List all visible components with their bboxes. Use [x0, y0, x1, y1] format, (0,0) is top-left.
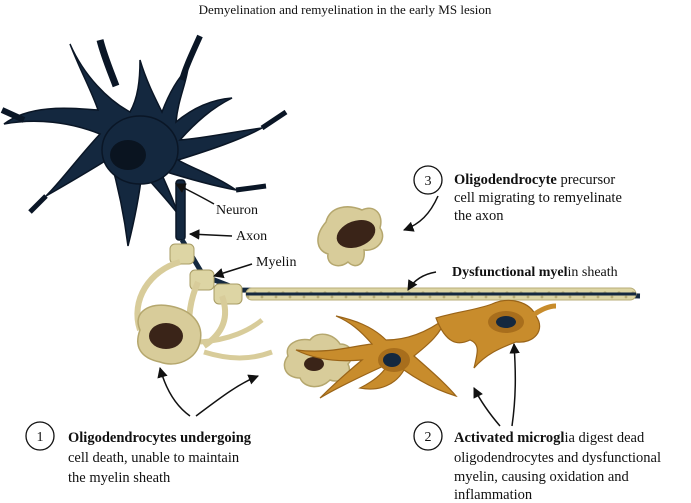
- annotation-arrows: [157, 183, 520, 427]
- dysfunctional-bold: Dysfunctional: [452, 265, 535, 280]
- step-2-number: 2: [425, 430, 432, 445]
- step-1-line-3: the myelin sheath: [68, 470, 171, 486]
- precursor-cell: [317, 206, 384, 267]
- neuron-label: Neuron: [216, 203, 258, 218]
- step-1-line-2: cell death, unable to maintain: [68, 450, 240, 466]
- axon-arrow: [188, 229, 233, 240]
- dysfunctional-mid: myel: [535, 265, 567, 280]
- dysfunctional-rest: in sheath: [568, 265, 618, 280]
- dysfunctional-myelin-label: Dysfunctional myelin sheath: [452, 265, 618, 280]
- step-1-number: 1: [37, 430, 44, 445]
- step-3: 3 Oligodendrocyte precursor cell migrati…: [413, 165, 622, 224]
- step-2-line-3: myelin, causing oxidation and: [454, 469, 630, 485]
- step2-arrow-left: [473, 387, 501, 427]
- step-3-badge: [413, 165, 443, 195]
- axon-with-myelin: [169, 238, 641, 305]
- dysfunctional-arrow: [407, 271, 437, 291]
- microglia-center: [295, 315, 458, 399]
- axon-label: Axon: [236, 229, 267, 244]
- step-1-line-1: Oligodendrocytes undergoing: [68, 430, 252, 446]
- step-3-line-1: Oligodendrocyte precursor: [454, 172, 615, 188]
- diagram-title: Demyelination and remyelination in the e…: [199, 2, 492, 17]
- step-1-badge: [25, 421, 55, 451]
- step3-arrow: [403, 195, 439, 232]
- dying-oligodendrocyte: [134, 259, 273, 365]
- step1-arrow-left: [157, 366, 191, 417]
- step-3-line-3: the axon: [454, 208, 504, 224]
- dead-oligodendrocyte: [283, 333, 353, 388]
- step-2-badge: [413, 421, 443, 451]
- step-2-line-1: Activated microglia digest dead: [454, 430, 645, 446]
- step-3-line-2: cell migrating to remyelinate: [454, 190, 622, 206]
- myelin-label: Myelin: [256, 255, 296, 270]
- myelin-arrow: [212, 263, 253, 279]
- microglia-right: [435, 299, 557, 369]
- step-3-number: 3: [425, 174, 432, 189]
- neuron-arrow: [175, 183, 215, 205]
- step1-arrow-right: [195, 374, 259, 417]
- step-2: 2 Activated microglia digest dead oligod…: [413, 421, 661, 503]
- step-2-line-4: inflammation: [454, 487, 533, 503]
- step-2-line-2: oligodendrocytes and dysfunctional: [454, 450, 661, 466]
- step-1: 1 Oligodendrocytes undergoing cell death…: [25, 421, 252, 486]
- step2-arrow-right: [509, 342, 520, 427]
- neuron-illustration: [0, 34, 288, 247]
